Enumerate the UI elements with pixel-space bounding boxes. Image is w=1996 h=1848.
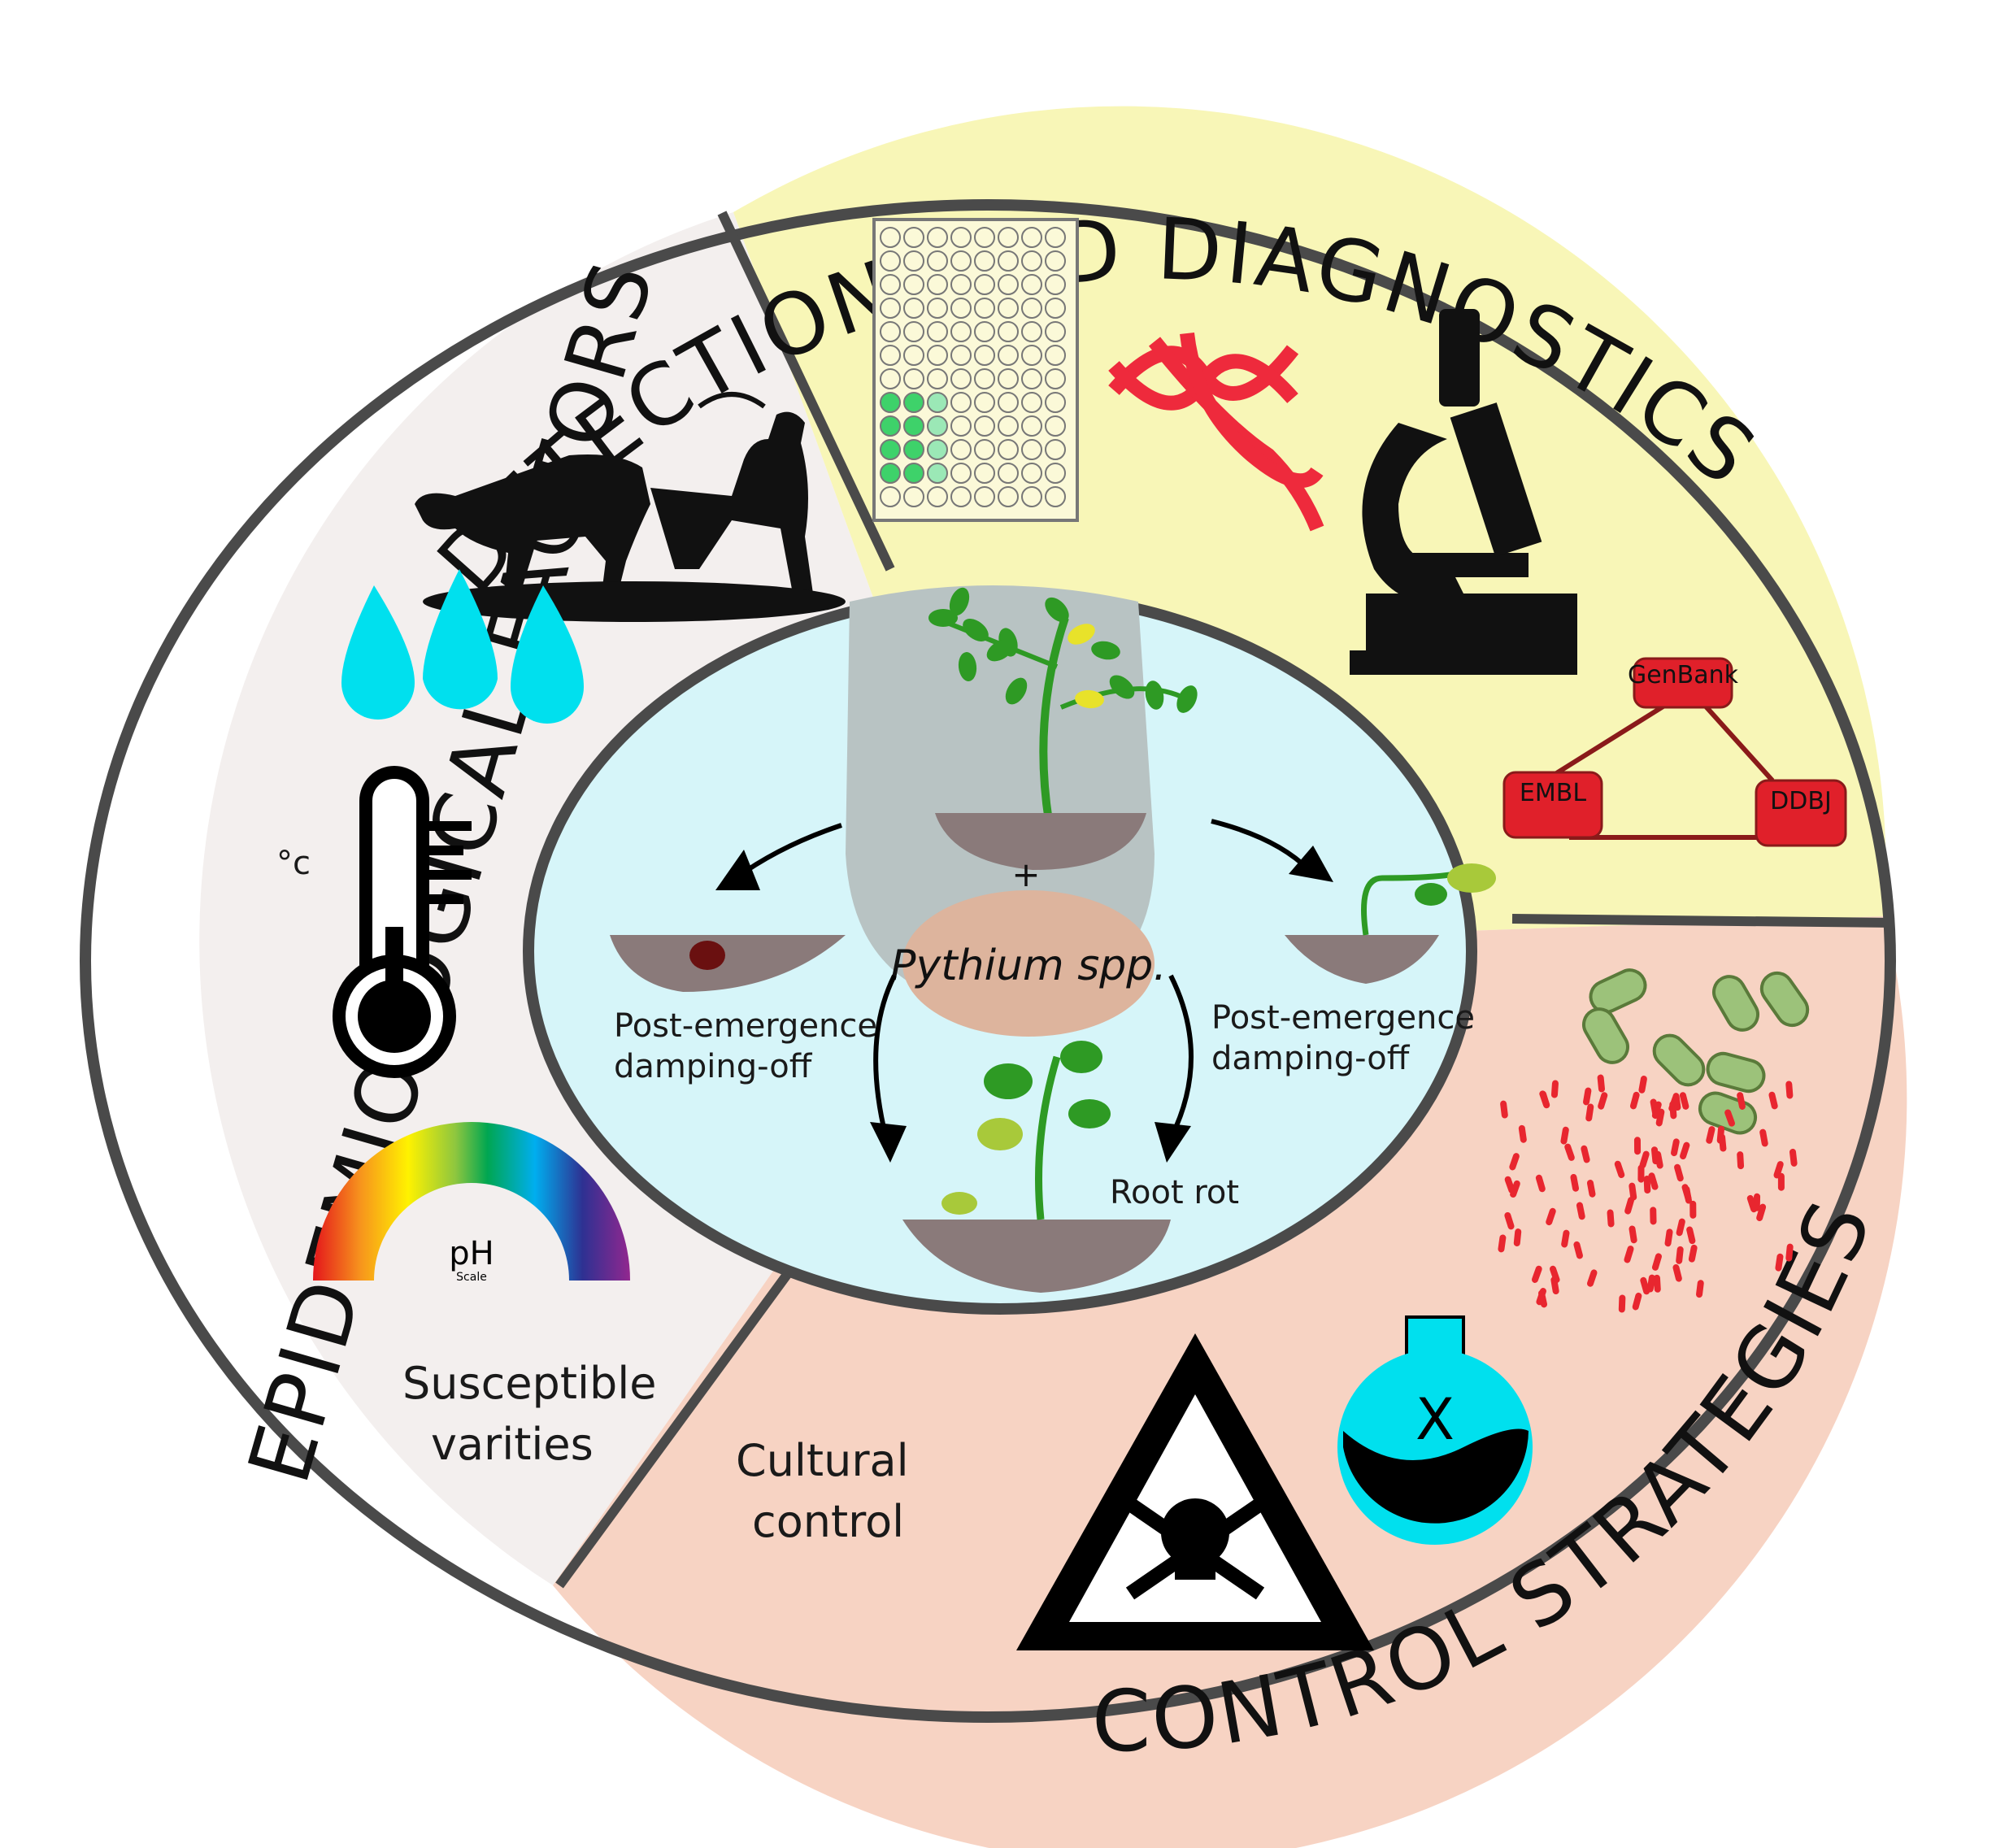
plough-oxen-icon: [415, 392, 846, 622]
left-label-line1: Post-emergence: [614, 1007, 877, 1045]
healthy-plant-icon: [928, 587, 1198, 870]
ph-label: pH: [449, 1235, 494, 1272]
right-label-line1: Post-emergence: [1211, 999, 1475, 1037]
water-drops-icon: [341, 569, 584, 724]
red-bacteria-dots: [1498, 1074, 1798, 1313]
bottom-label: Root rot: [1110, 1174, 1239, 1211]
db-ddbj: DDBJ: [1770, 787, 1832, 815]
cultural-line2: control: [752, 1496, 904, 1547]
right-damping-off-icon: [1285, 863, 1496, 984]
microplate-icon: [872, 218, 1079, 522]
divider-right: [1511, 914, 1895, 928]
divider-top: [717, 211, 895, 572]
dna-icon: [1108, 332, 1324, 532]
ph-scale-icon: pH Scale: [313, 1122, 630, 1284]
susceptible-line2: varities: [431, 1419, 594, 1470]
pathogen-label: Pythium spp.: [890, 941, 1167, 990]
left-damping-off-icon: [610, 935, 846, 992]
arrowheads: [715, 846, 1333, 1163]
right-label-line2: damping-off: [1211, 1040, 1411, 1077]
pythium-ellipse: [902, 890, 1155, 1037]
divider-bottom: [555, 1269, 793, 1589]
db-genbank: GenBank: [1628, 661, 1739, 689]
plus-sign: +: [1011, 854, 1040, 894]
db-embl: EMBL: [1520, 779, 1586, 807]
susceptible-line1: Susceptible: [402, 1358, 657, 1409]
cultural-line1: Cultural: [736, 1435, 909, 1486]
svg-text:X: X: [1415, 1386, 1455, 1453]
left-label-line2: damping-off: [614, 1048, 813, 1085]
toxic-warning-icon: [1016, 1333, 1374, 1650]
poison-flask-icon: X: [1337, 1315, 1533, 1545]
ph-sub: Scale: [456, 1271, 487, 1284]
bacteria-icon: [1582, 968, 1810, 1135]
outer-ring: [80, 199, 1896, 1723]
root-rot-plant-icon: [902, 1041, 1171, 1293]
temperature-unit: °c: [276, 845, 311, 882]
thermometer-icon: °c: [276, 766, 472, 1078]
database-icon: GenBank EMBL DDBJ: [1502, 657, 1847, 847]
microscope-icon: [1350, 309, 1577, 675]
